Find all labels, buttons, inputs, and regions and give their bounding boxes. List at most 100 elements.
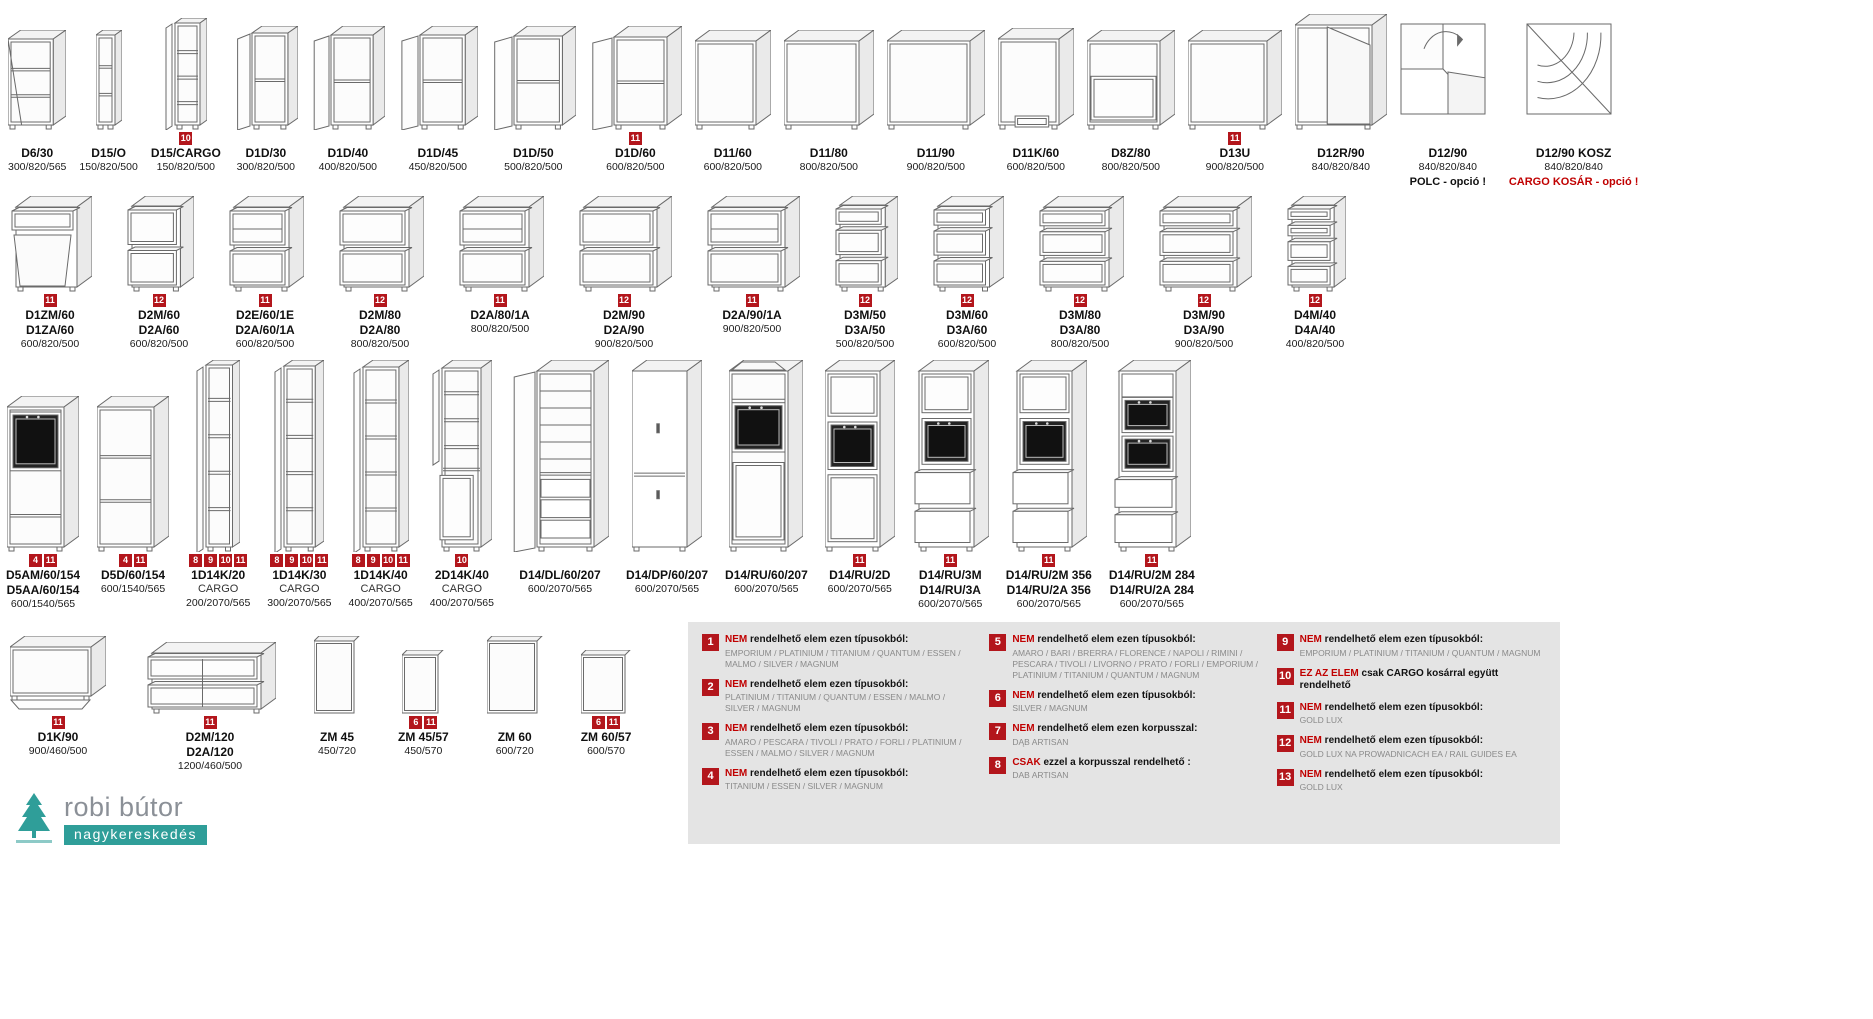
badge-row: 10 xyxy=(179,132,193,145)
single-door-drawing xyxy=(313,26,385,130)
legend-body: GOLD LUX xyxy=(1299,782,1343,793)
badge-11: 11 xyxy=(315,554,329,567)
legend-text: NEM rendelhető elem ezen típusokból:AMAR… xyxy=(725,723,971,759)
cabinet-code: D14/DL/60/207 xyxy=(519,568,601,582)
cabinet-code: D14/RU/2M 356 xyxy=(1005,568,1092,582)
badge-12: 12 xyxy=(1308,294,1322,307)
end-panel-drawing xyxy=(581,650,631,714)
drawers-2-drawing xyxy=(127,196,194,292)
legend-badge: 6 xyxy=(989,689,1007,707)
cabinet-dimensions: 600/2070/565 xyxy=(1016,598,1081,610)
drawers-2-drawing xyxy=(339,196,424,292)
cabinet-drawing-area xyxy=(581,632,631,714)
cabinet-drawing-area xyxy=(8,192,92,292)
cabinet-dimensions: 400/2070/565 xyxy=(429,596,494,609)
cabinet-dimensions: 600/820/500 xyxy=(937,338,997,350)
badge-11: 11 xyxy=(853,554,867,567)
cabinet-code: D11/60 xyxy=(713,146,752,160)
legend-text: CSAK ezzel a korpusszal rendelhető :DAB … xyxy=(1012,757,1190,782)
end-panel-drawing xyxy=(402,650,445,714)
badge-row: 11 xyxy=(493,294,507,307)
logo: robi bútor nagykereskedés xyxy=(12,792,207,845)
cabinet-drawing-area xyxy=(1010,356,1088,552)
legend-body: EMPORIUM / PLATINIUM / TITANIUM / QUANTU… xyxy=(1299,647,1541,658)
cabinet-drawing-area xyxy=(486,632,543,714)
cabinet-dimensions: 600/2070/565 xyxy=(634,583,700,595)
badge-row: 11 xyxy=(628,132,642,145)
cabinet-dimensions: 900/820/500 xyxy=(1205,161,1265,173)
badge-row: 10 xyxy=(455,554,469,567)
cabinet-drawing-area xyxy=(314,632,360,714)
cabinet-dimensions: 500/820/500 xyxy=(835,338,895,350)
legend-keyword: NEM xyxy=(1012,634,1035,645)
cabinet-code: 1D14K/20 xyxy=(191,568,246,582)
legend-body: DĄB ARTISAN xyxy=(1012,736,1069,747)
cabinet-code: D3A/50 xyxy=(844,323,886,337)
legend-head: rendelhető elem ezen típusokból: xyxy=(1037,689,1196,701)
cabinet-subtitle: CARGO xyxy=(360,583,401,595)
cabinet-code: D1D/50 xyxy=(512,146,554,160)
badge-row: 12 xyxy=(373,294,387,307)
drawers-2-internal-drawing xyxy=(459,196,544,292)
badge-12: 12 xyxy=(960,294,974,307)
legend-head: rendelhető elem ezen korpusszal: xyxy=(1037,723,1198,735)
cabinet-code: D3A/80 xyxy=(1059,323,1101,337)
tall-cargo-drawing xyxy=(196,360,241,552)
cabinet-drawing-area xyxy=(336,192,424,292)
legend-text: NEM rendelhető elem ezen típusokból:EMPO… xyxy=(725,634,971,670)
cabinet-code: D14/RU/2M 284 xyxy=(1108,568,1195,582)
cabinet-drawing-area xyxy=(1400,10,1496,130)
badge-11: 11 xyxy=(1228,132,1242,145)
badge-10: 10 xyxy=(455,554,469,567)
cabinet-drawing-area xyxy=(402,632,445,714)
legend-body: PLATINIUM / TITANIUM / QUANTUM / ESSEN /… xyxy=(725,692,946,714)
tall-oven-drawers-drawing xyxy=(1012,360,1088,552)
cabinet-code: D3A/90 xyxy=(1183,323,1225,337)
legend-head: rendelhető elem ezen típusokból: xyxy=(1324,634,1484,645)
legend-badge: 9 xyxy=(1276,634,1294,651)
legend-badge: 1 xyxy=(702,634,719,651)
cabinet-code: D15/CARGO xyxy=(150,146,221,160)
cabinet-code: ZM 45/57 xyxy=(398,730,449,744)
badge-row: 12 xyxy=(152,294,166,307)
badge-9: 9 xyxy=(366,554,380,567)
cabinet-code: D14/RU/2A 284 xyxy=(1109,583,1194,597)
legend-text: NEM rendelhető elem ezen típusokból:EMPO… xyxy=(1300,634,1541,659)
legend-text: NEM rendelhető elem ezen típusokból:GOLD… xyxy=(1300,735,1517,760)
badge-row: 12 xyxy=(1073,294,1087,307)
open-shelf-narrow-drawing xyxy=(95,30,122,130)
legend-body: SILVER / MAGNUM xyxy=(1012,703,1088,714)
cabinet-drawing-area xyxy=(930,192,1004,292)
legend-head: ezzel a korpusszal rendelhető : xyxy=(1043,756,1191,768)
badge-row: 12 xyxy=(858,294,872,307)
badge-11: 11 xyxy=(43,294,57,307)
cabinet-dimensions: 900/820/500 xyxy=(594,338,654,350)
cabinet-drawing-area xyxy=(589,10,682,130)
legend-text: NEM rendelhető elem ezen típusokból:PLAT… xyxy=(725,679,971,715)
badge-11: 11 xyxy=(1042,554,1056,567)
cabinet-dimensions: 450/820/500 xyxy=(408,161,468,173)
sink-base-drawing xyxy=(694,30,771,130)
badge-row: 11 xyxy=(43,294,57,307)
legend-keyword: NEM xyxy=(1299,768,1322,780)
cabinet-dimensions: 150/820/500 xyxy=(156,161,216,173)
legend-text: NEM rendelhető elem ezen típusokból:SILV… xyxy=(1012,690,1195,715)
drawers-3-drawing xyxy=(1039,196,1124,292)
cabinet-dimensions: 400/820/500 xyxy=(1285,338,1345,350)
cargo-narrow-drawing xyxy=(165,18,207,130)
cabinet-code: D1D/30 xyxy=(245,146,287,160)
